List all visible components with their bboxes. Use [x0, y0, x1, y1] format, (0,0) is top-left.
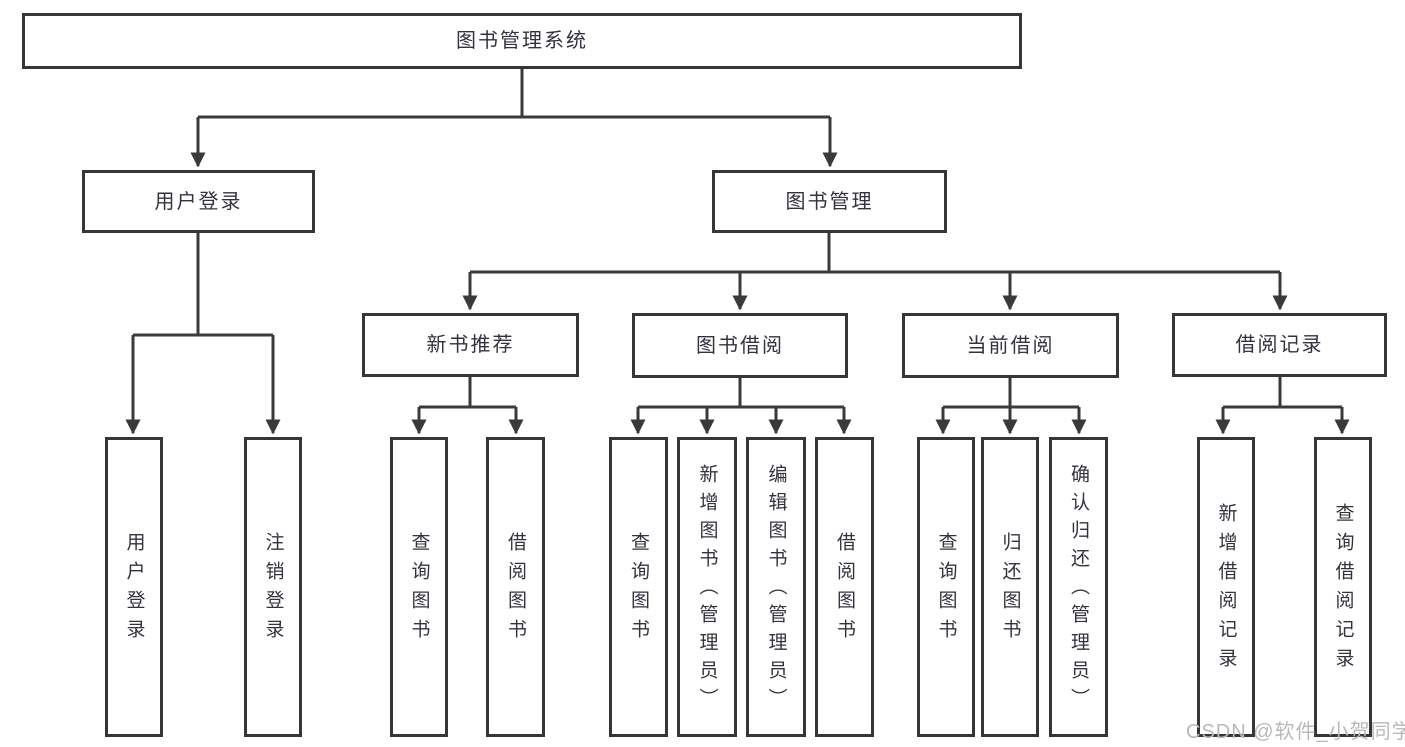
leaf-query-book-current: 查询图书: [917, 437, 975, 737]
leaf-label: 用户登录: [123, 532, 145, 648]
leaf-label: 新增借阅记录: [1215, 503, 1237, 677]
leaf-label: 查询图书: [408, 532, 430, 648]
leaf-borrow-book: 借阅图书: [815, 437, 874, 737]
leaf-query-book-borrowing: 查询图书: [609, 437, 668, 737]
leaf-edit-book-admin: 编辑图书（管理员）: [746, 437, 806, 737]
leaf-add-borrow-record: 新增借阅记录: [1197, 437, 1255, 737]
node-current-borrowing: 当前借阅: [902, 313, 1119, 378]
leaf-label: 查询图书: [628, 532, 649, 648]
leaf-user-login: 用户登录: [105, 437, 163, 737]
node-book-management: 图书管理: [712, 170, 947, 233]
node-book-borrowing: 图书借阅: [632, 313, 848, 378]
leaf-label: 注销登录: [262, 532, 284, 648]
leaf-label: 归还图书: [999, 532, 1021, 648]
leaf-return-book: 归还图书: [981, 437, 1039, 737]
leaf-query-book-recommendation: 查询图书: [390, 437, 448, 737]
node-new-book-recommendation: 新书推荐: [362, 313, 579, 377]
leaf-logout: 注销登录: [244, 437, 302, 737]
leaf-label: 编辑图书（管理员）: [765, 464, 787, 716]
leaf-add-book-admin: 新增图书（管理员）: [677, 437, 737, 737]
node-borrowing-records: 借阅记录: [1172, 313, 1387, 377]
leaf-confirm-return-admin: 确认归还（管理员）: [1049, 437, 1108, 737]
node-user-login: 用户登录: [82, 170, 315, 233]
leaf-label: 确认归还（管理员）: [1068, 464, 1089, 716]
watermark: CSDN @软件_小贺同学: [1186, 721, 1405, 743]
node-library-management-system: 图书管理系统: [22, 13, 1022, 69]
leaf-borrow-book-recommendation: 借阅图书: [486, 437, 545, 737]
leaf-label: 借阅图书: [505, 532, 526, 648]
leaf-label: 借阅图书: [834, 532, 855, 648]
leaf-label: 查询图书: [935, 532, 957, 648]
leaf-label: 查询借阅记录: [1332, 503, 1354, 677]
leaf-label: 新增图书（管理员）: [696, 464, 718, 716]
leaf-query-borrow-record: 查询借阅记录: [1314, 437, 1372, 737]
